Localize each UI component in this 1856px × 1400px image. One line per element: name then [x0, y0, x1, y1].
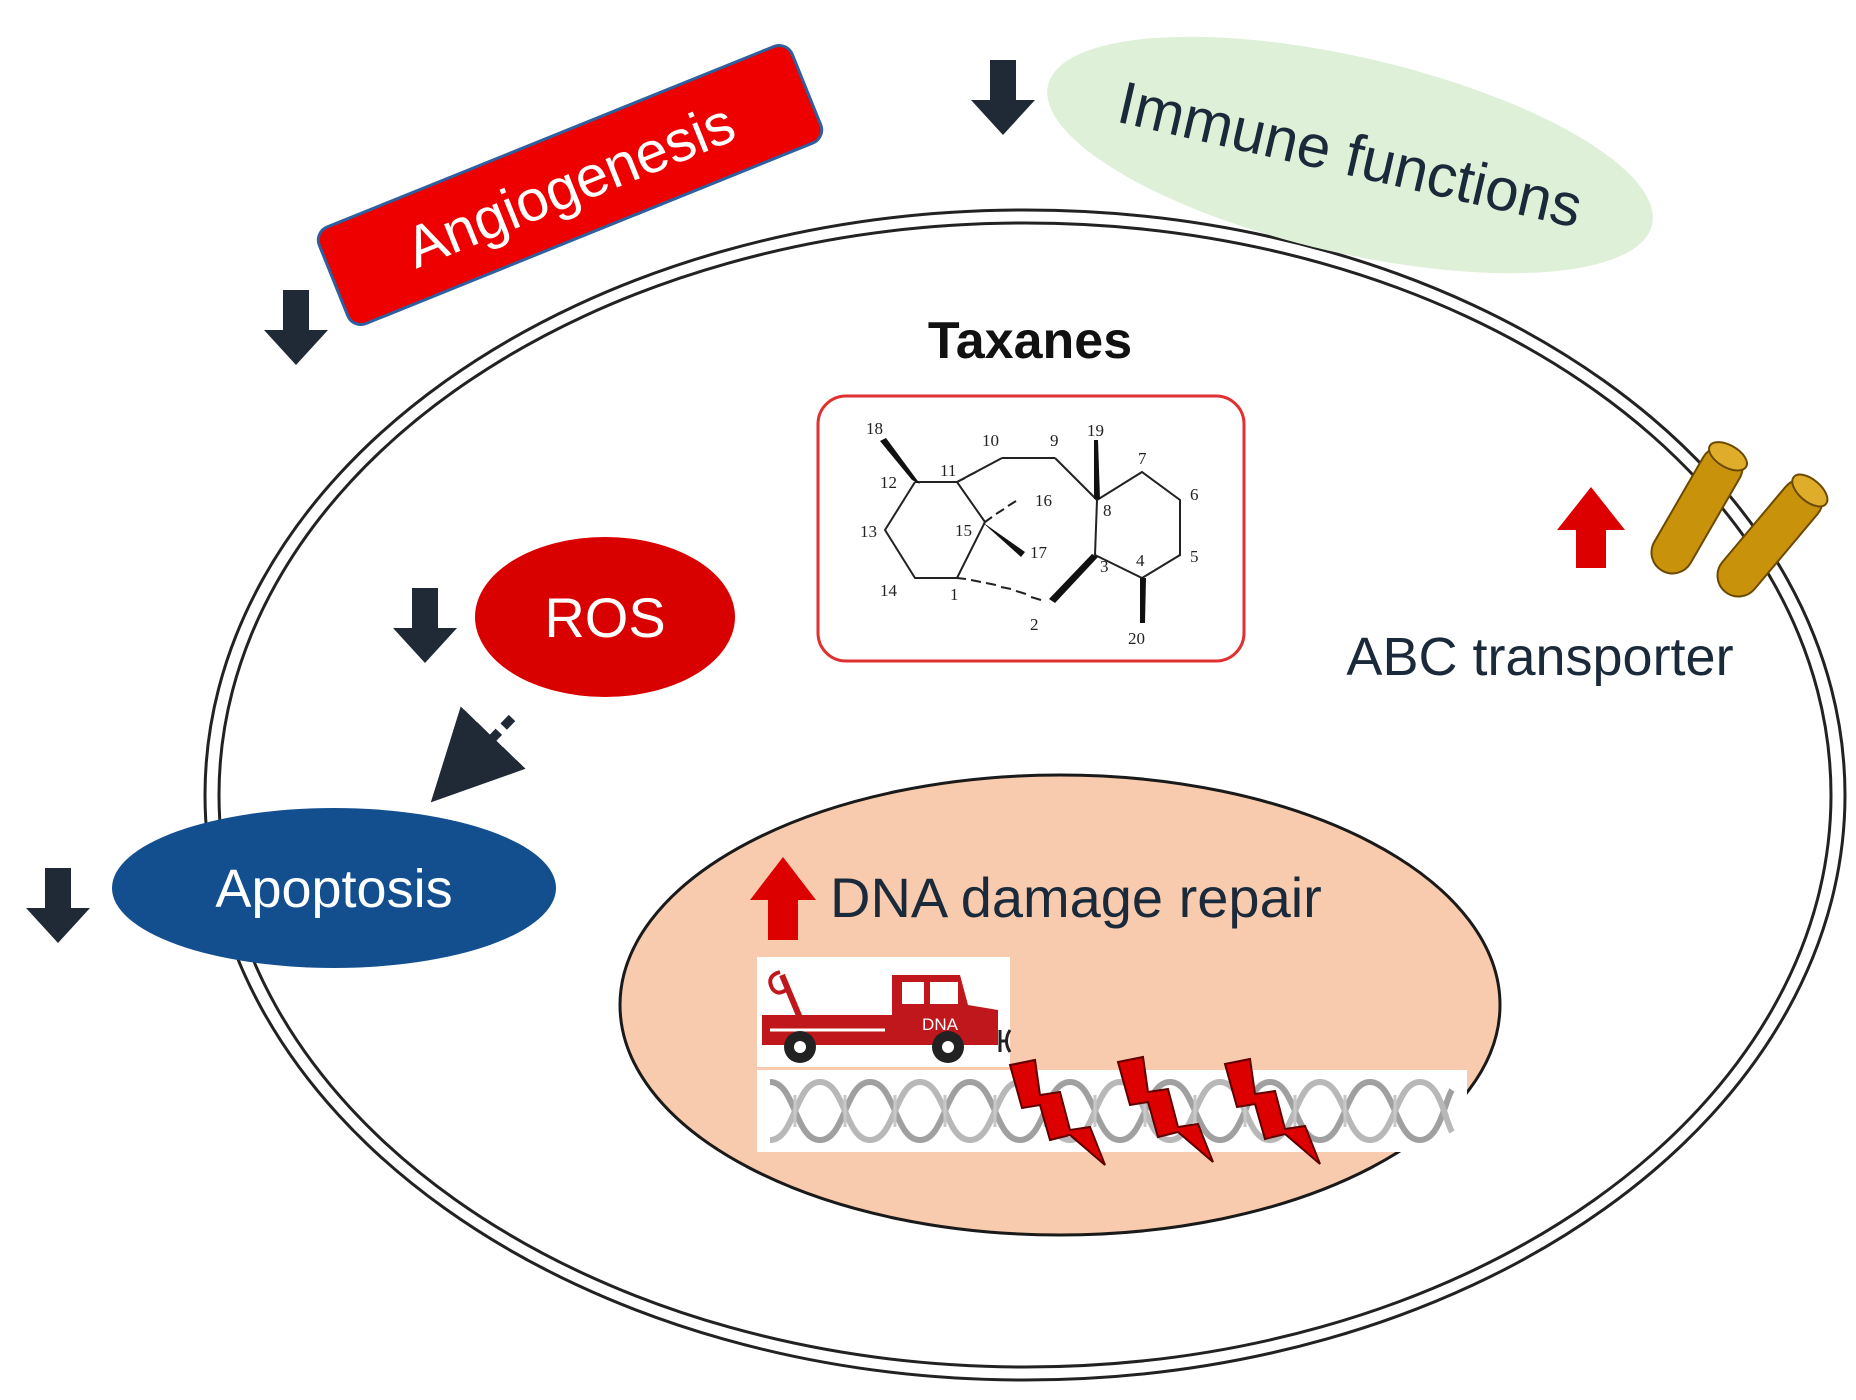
atom-number-19: 19	[1087, 421, 1104, 440]
apoptosis-down-arrow-icon	[26, 868, 90, 943]
atom-number-14: 14	[880, 581, 898, 600]
ros-down-arrow-icon	[393, 588, 457, 663]
atom-number-1: 1	[950, 585, 959, 604]
taxane-atom-numbers: 18 12 11 10 9 19 7 6 16 8 13 15 17 3 4 5…	[860, 419, 1199, 648]
atom-number-10: 10	[982, 431, 999, 450]
atom-number-2: 2	[1030, 615, 1039, 634]
abc-transporter-label: ABC transporter	[1346, 627, 1733, 687]
abc-transporter-icon	[1650, 441, 1829, 598]
atom-number-16: 16	[1035, 491, 1052, 510]
dna-damage-bolt-icon	[1008, 1058, 1106, 1166]
apoptosis-label: Apoptosis	[215, 859, 452, 919]
atom-number-11: 11	[940, 461, 956, 480]
nucleus	[618, 773, 1502, 1237]
atom-number-20: 20	[1128, 629, 1145, 648]
taxanes-title: Taxanes	[928, 312, 1132, 370]
atom-number-13: 13	[860, 522, 877, 541]
atom-number-17: 17	[1030, 543, 1048, 562]
dna-damage-bolt-icon	[1223, 1057, 1321, 1165]
angiogenesis-down-arrow-icon	[264, 290, 328, 365]
atom-number-15: 15	[955, 521, 972, 540]
dna-repair-up-arrow-icon	[750, 857, 816, 940]
immune-down-arrow-icon	[971, 60, 1035, 135]
truck-dna-label: DNA	[922, 1015, 959, 1034]
atom-number-6: 6	[1190, 485, 1199, 504]
atom-number-12: 12	[880, 473, 897, 492]
dna-damage-bolt-icon	[1116, 1055, 1214, 1163]
cell-membrane	[203, 208, 1847, 1382]
atom-number-7: 7	[1138, 449, 1147, 468]
taxane-substituents	[880, 438, 1146, 623]
atom-number-8: 8	[1103, 501, 1112, 520]
atom-number-3: 3	[1100, 557, 1109, 576]
dna-helix-icon	[757, 1070, 1467, 1152]
dna-damage-repair-label: DNA damage repair	[830, 866, 1322, 929]
ros-to-apoptosis-dashed-arrow	[430, 706, 526, 803]
apoptosis-ellipse: Apoptosis	[112, 808, 556, 968]
atom-number-4: 4	[1136, 551, 1145, 570]
atom-number-5: 5	[1190, 547, 1199, 566]
abc-up-arrow-icon	[1557, 487, 1625, 568]
ros-ellipse: ROS	[475, 537, 735, 697]
atom-number-9: 9	[1050, 431, 1059, 450]
atom-number-18: 18	[866, 419, 883, 438]
taxane-hashed-bonds	[956, 471, 1042, 601]
angiogenesis-box: Angiogenesis	[316, 43, 824, 327]
taxane-structure-frame	[816, 394, 1246, 663]
tow-truck-icon: DNA	[757, 957, 1012, 1067]
ros-label: ROS	[544, 586, 665, 649]
